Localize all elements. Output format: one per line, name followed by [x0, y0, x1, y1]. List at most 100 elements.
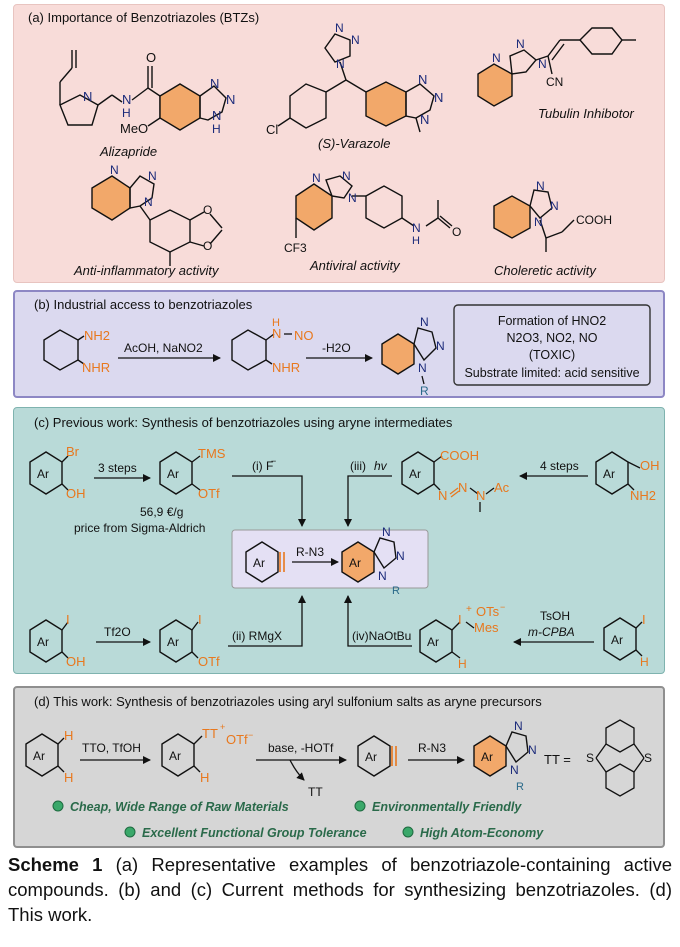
antiinflammatory-label: Anti-inflammatory activity	[73, 263, 220, 278]
pc-ar: Ar	[603, 467, 615, 481]
pc-center-reagent: R-N3	[296, 545, 324, 559]
pd-ar: Ar	[169, 749, 181, 763]
alizapride-label: Alizapride	[99, 144, 157, 159]
pc-tsoh: TsOH	[540, 609, 570, 623]
pc-arrow-ii	[228, 595, 306, 647]
choleretic-chain	[539, 219, 575, 252]
pc-mes: Mes	[474, 620, 499, 635]
varazole-atom: N	[351, 33, 360, 47]
antiviral-btz	[295, 175, 353, 231]
pd-s: S	[586, 751, 594, 765]
antiviral-label: Antiviral activity	[309, 258, 401, 273]
pc-ar: Ar	[409, 467, 421, 481]
alizapride-atom: O	[146, 50, 156, 65]
antiviral-atom: N	[342, 169, 351, 183]
choleretic-atom: N	[536, 179, 545, 193]
antiviral-atom: N	[312, 171, 321, 185]
pc-mcpba: m-CPBA	[528, 625, 575, 639]
pc-price: 56,9 €/g	[140, 505, 183, 519]
tubulin-atom: N	[538, 57, 547, 71]
pd-prod-r: R	[516, 781, 524, 793]
pb-note-line: Formation of HNO2	[498, 314, 606, 328]
pd-prod-n: N	[510, 763, 519, 777]
pc-ar: Ar	[611, 633, 623, 647]
pb-benzene-2	[231, 329, 267, 371]
pc-iodo: I	[66, 612, 70, 627]
pd-feature: Excellent Functional Group Tolerance	[142, 826, 367, 840]
pc-center-box	[231, 529, 429, 589]
pc-tms: TMS	[198, 446, 226, 461]
pc-nh2: NH2	[630, 488, 656, 503]
choleretic-btz	[493, 189, 553, 239]
pc-arrow-iv	[344, 595, 412, 647]
pd-ar: Ar	[33, 749, 45, 763]
scheme-caption: Scheme 1 (a) Representative examples of …	[8, 852, 672, 927]
varazole-atom: N	[335, 21, 344, 35]
bullet-icon	[354, 800, 366, 812]
pc-route-i: (i) F	[252, 459, 273, 473]
pd-h: H	[64, 770, 73, 785]
pc-center-n: N	[378, 569, 387, 583]
pc-arrow-i	[232, 475, 306, 527]
pc-center-r: R	[392, 585, 400, 597]
antiinflammatory-chain	[139, 205, 223, 266]
pd-h: H	[64, 728, 73, 743]
antiviral-atom: O	[452, 225, 461, 239]
pd-aryne	[357, 735, 391, 777]
pc-ar: Ar	[253, 556, 265, 570]
pd-btz-triazole	[505, 731, 529, 764]
pc-iodo: I	[198, 612, 202, 627]
antiinflammatory-atom: N	[144, 195, 153, 209]
varazole-atom: N	[434, 90, 443, 105]
bullet-icon	[402, 826, 414, 838]
pd-reagent-1: TTO, TfOH	[82, 741, 141, 755]
choleretic-label: Choleretic activity	[494, 263, 597, 278]
pc-4steps: 4 steps	[540, 459, 579, 473]
pb-prod-r: R	[420, 384, 429, 398]
pc-ots: OTs	[476, 604, 500, 619]
pd-otf-sup: −	[248, 730, 253, 740]
panel-d-this-work	[13, 686, 665, 848]
pc-btz-triazole	[373, 537, 397, 570]
caption-text: (a) Representative examples of benzotria…	[8, 854, 672, 925]
varazole-structure	[277, 33, 367, 129]
choleretic-atom: COOH	[576, 213, 612, 227]
panel-b-title: (b) Industrial access to benzotriazoles	[34, 297, 253, 312]
pc-ar: Ar	[167, 635, 179, 649]
antiinflammatory-btz	[91, 175, 155, 221]
pc-h: H	[458, 657, 467, 671]
pb-prod-n: N	[418, 361, 427, 375]
pd-ar: Ar	[481, 750, 493, 764]
pd-ar: Ar	[365, 750, 377, 764]
tubulin-atom: CN	[546, 75, 563, 89]
pb-int-n: N	[272, 326, 281, 341]
pb-nhr: NHR	[82, 360, 110, 375]
antiviral-chain	[295, 185, 453, 238]
pd-feature: Cheap, Wide Range of Raw Materials	[70, 800, 289, 814]
pc-iodonium-plus: +	[466, 604, 472, 615]
pc-ar: Ar	[349, 556, 361, 570]
tubulin-chain	[535, 27, 636, 75]
thianthrene-structure	[595, 719, 645, 797]
antiinflammatory-atom: O	[203, 203, 212, 217]
pc-br: Br	[66, 444, 80, 459]
pd-s: S	[644, 751, 652, 765]
pd-reagent-3: R-N3	[418, 741, 446, 755]
bullet-icon	[124, 826, 136, 838]
pc-center-n: N	[382, 525, 391, 539]
pd-reagent-2: base, -HOTf	[268, 741, 334, 755]
pc-price-source: price from Sigma-Aldrich	[74, 521, 205, 535]
pb-note-box	[453, 304, 651, 386]
choleretic-atom: N	[550, 199, 559, 213]
pd-otf: OTf	[226, 732, 248, 747]
antiviral-atom: N	[348, 191, 357, 205]
pb-note-line: N2O3, NO2, NO	[507, 331, 598, 345]
scheme-artwork: (a) Importance of Benzotriazoles (BTZs) …	[25, 10, 660, 840]
pc-ar: Ar	[427, 635, 439, 649]
pb-benzene-1	[43, 329, 79, 371]
pc-oh2: OH	[640, 458, 660, 473]
caption-label: Scheme 1	[8, 854, 103, 875]
pc-btz-benzene	[341, 541, 375, 583]
pb-reagent-2: -H2O	[322, 341, 351, 355]
varazole-atom: N	[420, 112, 429, 127]
